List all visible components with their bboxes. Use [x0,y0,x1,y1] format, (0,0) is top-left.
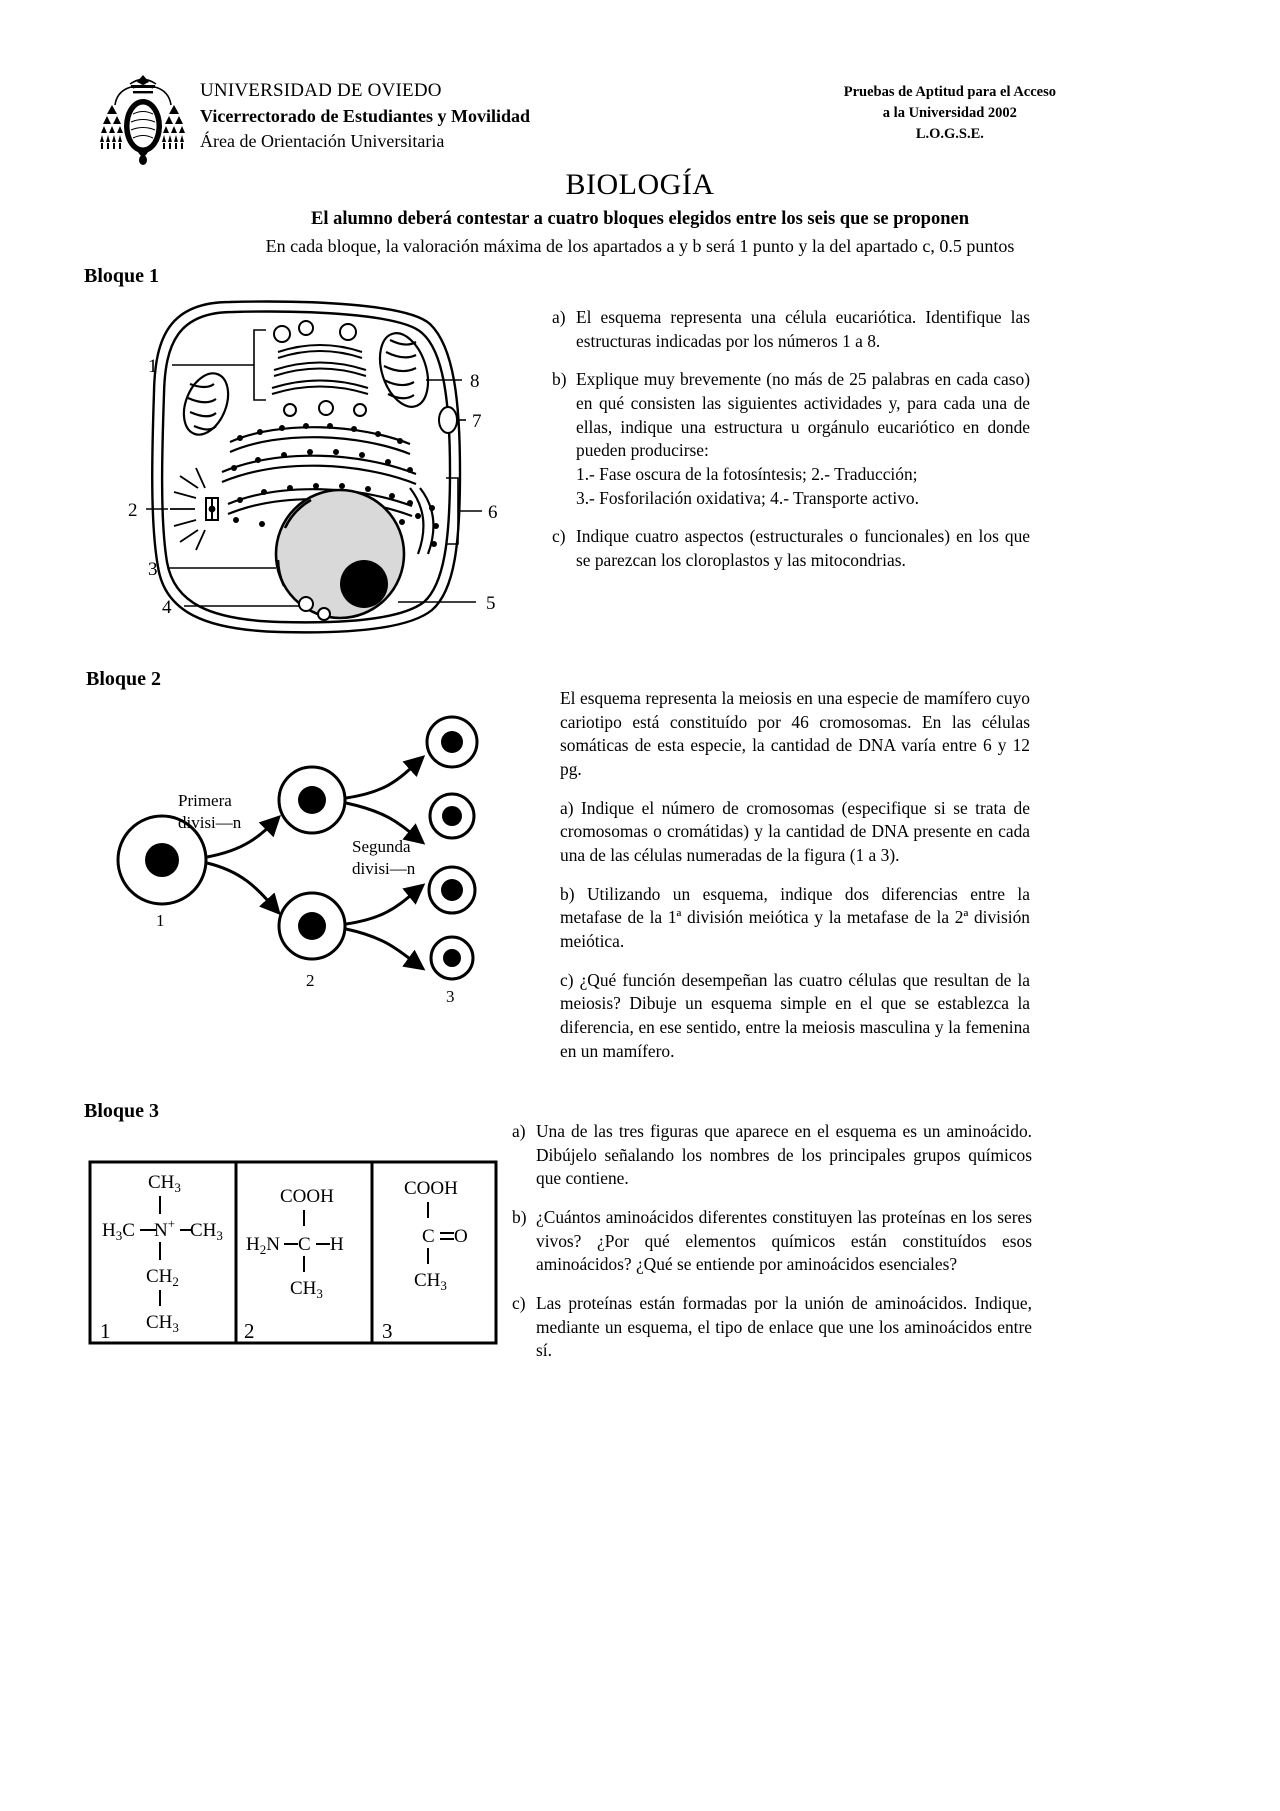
svg-text:7: 7 [472,411,482,432]
svg-text:2: 2 [306,971,315,990]
block-1-questions: a) El esquema representa una célula euca… [552,306,1030,588]
question-2b-text: Utilizando un esquema, indique dos difer… [560,883,1030,952]
question-3a-text: Una de las tres figuras que aparece en e… [536,1121,1032,1189]
eukaryotic-cell-diagram: 1 8 7 [110,292,530,642]
label-first-division-line1: Primera [178,791,232,810]
vicerrectorado-line: Vicerrectorado de Estudiantes y Movilida… [200,106,530,126]
question-2c: c) ¿Qué función desempeñan las cuatro cé… [560,969,1030,1064]
question-2c-text: ¿Qué función desempeñan las cuatro célul… [560,969,1030,1061]
svg-text:CH3: CH3 [148,1172,181,1195]
svg-text:5: 5 [486,593,496,614]
question-3b-text: ¿Cuántos aminoácidos diferentes constitu… [536,1207,1032,1275]
exam-line-3: L.O.G.S.E. [915,126,984,143]
block-2-questions: El esquema representa la meiosis en una … [560,687,1030,1078]
question-1b-subline-2: 3.- Fosforilación oxidativa; 4.- Transpo… [576,487,919,508]
exam-identification: Pruebas de Aptitud para el Acceso a la U… [844,82,1056,145]
question-1c-letter: c) [552,526,566,547]
question-2b-letter: b) [560,883,575,904]
svg-text:O: O [454,1226,468,1247]
block-3-questions: a) Una de las tres figuras que aparece e… [512,1120,1032,1378]
svg-text:4: 4 [162,597,172,618]
question-1a: a) El esquema representa una célula euca… [552,306,1030,353]
question-1b-letter: b) [552,369,567,390]
question-3c-letter: c) [512,1293,526,1314]
question-3b: b) ¿Cuántos aminoácidos diferentes const… [512,1206,1032,1277]
exam-title-block: BIOLOGÍA El alumno deberá contestar a cu… [0,168,1280,257]
svg-text:CH2: CH2 [146,1266,179,1289]
structure-1-number: 1 [100,1319,111,1343]
svg-text:CH3: CH3 [146,1312,179,1335]
label-second-division-line1: Segunda [352,837,411,856]
svg-text:3: 3 [446,987,455,1006]
svg-text:3: 3 [148,559,158,580]
block-label-2: Bloque 2 [86,668,162,690]
question-3b-letter: b) [512,1207,527,1228]
svg-text:CH3: CH3 [414,1270,447,1293]
svg-text:COOH: COOH [404,1178,458,1199]
structure-3-number: 3 [382,1319,393,1343]
svg-text:H: H [330,1234,344,1255]
area-line: Área de Orientación Universitaria [200,131,445,151]
svg-text:C: C [298,1234,311,1255]
svg-text:CH3: CH3 [290,1278,323,1301]
instruction-line-2: En cada bloque, la valoración máxima de … [265,236,1015,256]
label-second-division-line2: divisi—n [352,859,416,878]
block-label-3: Bloque 3 [84,1100,160,1122]
question-2b: b) Utilizando un esquema, indique dos di… [560,883,1030,954]
molecule-structures-box: CH3 H3C N+ CH3 CH2 CH3 1 COOH H2N C [88,1160,498,1345]
university-identity: UNIVERSIDAD DE OVIEDO Vicerrectorado de … [200,80,530,152]
svg-text:1: 1 [148,356,158,377]
svg-text:CH3: CH3 [190,1220,223,1243]
page-header: UNIVERSIDAD DE OVIEDO Vicerrectorado de … [0,60,1280,170]
question-1c: c) Indique cuatro aspectos (estructurale… [552,525,1030,572]
question-1a-text: El esquema representa una célula eucarió… [576,307,1030,351]
question-2a-letter: a) [560,797,574,818]
question-1b: b) Explique muy brevemente (no más de 25… [552,368,1030,510]
svg-text:H2N: H2N [246,1234,280,1257]
instruction-line-1: El alumno deberá contestar a cuatro bloq… [311,209,969,229]
question-1b-text: Explique muy brevemente (no más de 25 pa… [576,369,1030,461]
svg-text:C: C [422,1226,435,1247]
block-2-intro: El esquema representa la meiosis en una … [560,688,1030,780]
question-3a-letter: a) [512,1121,526,1141]
page-title: BIOLOGÍA [565,168,715,201]
question-3c: c) Las proteínas están formadas por la u… [512,1292,1032,1363]
question-2a-text: Indique el número de cromosomas (especif… [560,797,1030,866]
question-1b-subline-1: 1.- Fase oscura de la fotosíntesis; 2.- … [576,464,918,485]
meiosis-diagram: 1 Primera divisi—n 2 [100,700,530,1010]
svg-text:COOH: COOH [280,1186,334,1207]
question-3c-text: Las proteínas están formadas por la unió… [536,1293,1032,1361]
svg-text:2: 2 [128,500,138,521]
svg-text:H3C: H3C [102,1220,135,1243]
university-name: UNIVERSIDAD DE OVIEDO [200,80,442,101]
exam-line-2: a la Universidad 2002 [882,105,1017,122]
exam-line-1: Pruebas de Aptitud para el Acceso [843,84,1056,100]
university-crest-icon [100,72,186,168]
svg-text:8: 8 [470,371,480,392]
svg-text:6: 6 [488,502,498,523]
question-1a-letter: a) [552,307,566,327]
svg-text:N+: N+ [154,1216,175,1241]
svg-text:1: 1 [156,911,165,930]
question-1c-text: Indique cuatro aspectos (estructurales o… [576,526,1030,571]
structure-2-number: 2 [244,1319,255,1343]
block-label-1: Bloque 1 [84,265,160,287]
question-2a: a) Indique el número de cromosomas (espe… [560,797,1030,868]
question-2c-letter: c) [560,969,574,990]
question-3a: a) Una de las tres figuras que aparece e… [512,1120,1032,1191]
label-first-division-line2: divisi—n [178,813,242,832]
